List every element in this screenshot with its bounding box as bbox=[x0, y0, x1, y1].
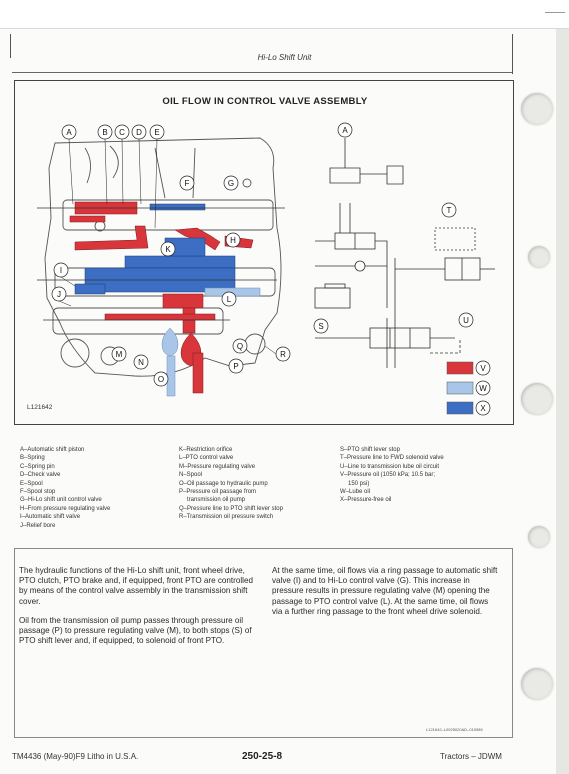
binder-hole-icon bbox=[528, 246, 550, 268]
binder-hole-icon bbox=[521, 668, 553, 700]
binder-hole-icon bbox=[521, 383, 553, 415]
viewer-toolbar bbox=[0, 0, 569, 29]
legend-item: E–Spool bbox=[20, 480, 43, 487]
section-rule bbox=[14, 548, 513, 549]
frame-line bbox=[14, 548, 15, 738]
frame-line bbox=[512, 34, 513, 74]
light-blue-lube-passages bbox=[161, 287, 261, 397]
body-text-right: At the same time, oil flows via a ring p… bbox=[272, 566, 498, 626]
svg-text:L: L bbox=[227, 295, 232, 304]
svg-text:R: R bbox=[280, 350, 286, 359]
svg-text:C: C bbox=[119, 128, 125, 137]
page-edge bbox=[556, 29, 569, 774]
footer-rule bbox=[14, 737, 513, 738]
figure-border-left bbox=[14, 80, 15, 424]
paragraph: The hydraulic functions of the Hi-Lo shi… bbox=[19, 566, 253, 606]
figure-id: L121642 bbox=[27, 404, 53, 411]
leader-lines bbox=[58, 138, 277, 355]
legend-item: I–Automatic shift valve bbox=[20, 514, 81, 521]
legend-item: Q–Pressure line to PTO shift lever stop bbox=[179, 505, 283, 512]
svg-text:S: S bbox=[318, 322, 323, 331]
legend-item: 150 psi) bbox=[348, 480, 370, 487]
legend-item: D–Check valve bbox=[20, 472, 61, 479]
legend-item: O–Oil passage to hydraulic pump bbox=[179, 480, 268, 487]
paragraph: At the same time, oil flows via a ring p… bbox=[272, 566, 498, 616]
legend-item: T–Pressure line to FWD solenoid valve bbox=[340, 455, 444, 462]
frame-line bbox=[10, 34, 11, 58]
binder-hole-icon bbox=[528, 526, 550, 548]
svg-text:E: E bbox=[154, 128, 159, 137]
svg-text:K: K bbox=[165, 245, 171, 254]
svg-text:P: P bbox=[233, 362, 238, 371]
main-callouts bbox=[51, 124, 291, 387]
svg-text:A: A bbox=[342, 126, 348, 135]
svg-text:X: X bbox=[480, 404, 486, 413]
legend-item: B–Spring bbox=[20, 455, 45, 462]
legend-item: F–Spool stop bbox=[20, 489, 56, 496]
legend-item: G–Hi-Lo shift unit control valve bbox=[20, 497, 102, 504]
legend-item: transmission oil pump bbox=[187, 497, 246, 504]
svg-text:T: T bbox=[447, 206, 452, 215]
svg-text:G: G bbox=[228, 179, 234, 188]
legend-item: A–Automatic shift piston bbox=[20, 447, 85, 453]
svg-text:I: I bbox=[60, 266, 62, 275]
main-callout-letters: A B C D E F G H I J K L M N O P Q R bbox=[57, 128, 286, 384]
schematic-callouts bbox=[313, 122, 474, 334]
legend-column-3: S–PTO shift lever stop T–Pressure line t… bbox=[340, 446, 444, 505]
footer-publication: TM4436 (May-90)F9 Litho in U.S.A. bbox=[12, 752, 139, 761]
legend-item: K–Restriction orifice bbox=[179, 447, 233, 453]
color-key: V W X bbox=[446, 360, 491, 416]
shafts bbox=[37, 207, 285, 321]
running-title: Hi-Lo Shift Unit bbox=[257, 53, 312, 62]
schematic-callout-letters: A T S U bbox=[318, 126, 469, 331]
header-rule bbox=[12, 72, 512, 73]
legend-item: P–Pressure oil passage from bbox=[179, 489, 257, 496]
legend-column-1: A–Automatic shift piston B–Spring C–Spri… bbox=[20, 446, 110, 530]
svg-text:A: A bbox=[66, 128, 72, 137]
legend-item: H–From pressure regulating valve bbox=[20, 505, 111, 512]
svg-text:U: U bbox=[463, 316, 469, 325]
footer-manual-name: Tractors – JDWM bbox=[440, 752, 502, 761]
svg-text:O: O bbox=[158, 375, 164, 384]
legend-item: L–PTO control valve bbox=[179, 455, 234, 462]
legend-item: M–Pressure regulating valve bbox=[179, 463, 256, 470]
body-text-left: The hydraulic functions of the Hi-Lo shi… bbox=[19, 566, 254, 655]
legend-column-2: K–Restriction orifice L–PTO control valv… bbox=[179, 446, 283, 522]
svg-text:V: V bbox=[480, 364, 486, 373]
legend-item: S–PTO shift lever stop bbox=[340, 447, 400, 453]
legend-item: U–Line to transmission lube oil circuit bbox=[340, 463, 440, 470]
svg-text:B: B bbox=[102, 128, 107, 137]
legend-item: J–Relief bore bbox=[20, 522, 56, 529]
page-number: 250-25-8 bbox=[242, 751, 283, 762]
paragraph: Oil from the transmission oil pump passe… bbox=[19, 615, 252, 646]
figure-reference: L121642–L0025020AD–010989 bbox=[426, 727, 483, 732]
svg-text:Q: Q bbox=[237, 342, 243, 351]
legend-item: C–Spring pin bbox=[20, 463, 55, 470]
figure-border-bottom bbox=[14, 424, 514, 425]
manual-page bbox=[0, 29, 556, 774]
svg-text:F: F bbox=[185, 179, 190, 188]
figure-border-right bbox=[513, 80, 514, 424]
legend-item: X–Pressure-free oil bbox=[340, 497, 392, 504]
svg-text:W: W bbox=[479, 384, 487, 393]
figure-title: OIL FLOW IN CONTROL VALVE ASSEMBLY bbox=[162, 96, 368, 107]
svg-text:D: D bbox=[136, 128, 142, 137]
legend-item: W–Lube oil bbox=[340, 489, 371, 496]
control-valve-diagram: A B C D E F G H I J K L M N O P Q R A T S U bbox=[37, 122, 495, 416]
binder-hole-icon bbox=[521, 93, 553, 125]
frame-line bbox=[512, 548, 513, 738]
svg-text:N: N bbox=[138, 358, 144, 367]
legend-item: R–Transmission oil pressure switch bbox=[179, 514, 274, 521]
svg-text:M: M bbox=[116, 350, 123, 359]
minimize-icon[interactable] bbox=[545, 12, 565, 13]
legend-item: N–Spool bbox=[179, 472, 203, 479]
svg-text:J: J bbox=[57, 290, 61, 299]
svg-text:H: H bbox=[230, 236, 236, 245]
hydraulic-schematic bbox=[314, 138, 495, 368]
figure-border-top bbox=[14, 80, 514, 81]
legend-item: V–Pressure oil (1050 kPa; 10.5 bar; bbox=[340, 472, 436, 479]
